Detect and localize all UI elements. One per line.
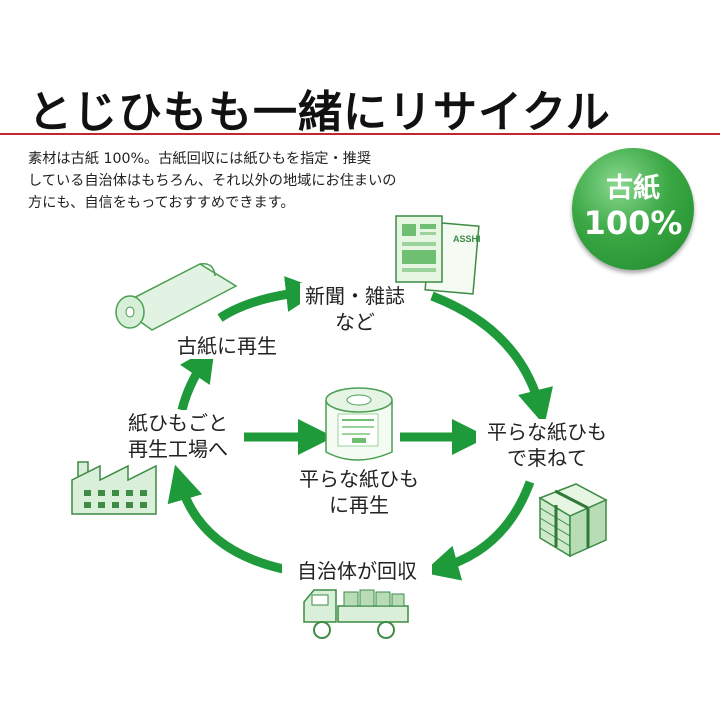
arrow-to-bundle <box>430 291 553 426</box>
paper-roll-icon <box>115 263 238 331</box>
title-underline <box>0 133 720 135</box>
description-line: している自治体はもちろん、それ以外の地域にお住まいの <box>28 173 397 189</box>
label-bundle: 平らな紙ひも で束ねて <box>476 419 618 471</box>
bundled-paper-icon <box>538 483 608 558</box>
recycled-badge: 古紙 100% <box>572 148 694 270</box>
description: 素材は古紙 100%。古紙回収には紙ひもを指定・推奨 している自治体はもちろん、… <box>28 148 468 214</box>
page-title: とじひもも一緒にリサイクル <box>28 87 611 138</box>
badge-percent: 100% <box>583 204 683 242</box>
string-roll-icon <box>325 387 393 461</box>
label-recycle-to-paper: 古紙に再生 <box>164 333 290 359</box>
description-line: 素材は古紙 100%。古紙回収には紙ひもを指定・推奨 <box>28 151 372 167</box>
label-center: 平らな紙ひも に再生 <box>288 466 430 518</box>
label-factory: 紙ひもごと 再生工場へ <box>112 410 244 462</box>
factory-icon <box>71 461 157 515</box>
magazine-cover-text: ASSHI <box>453 234 481 244</box>
arrow-to-paper <box>177 345 216 412</box>
magazines-icon: ASSHI <box>395 215 481 295</box>
badge-label: 古紙 <box>606 173 660 204</box>
description-line: 方にも、自信をもっておすすめできます。 <box>28 195 295 211</box>
label-newspaper: 新聞・雑誌 など <box>300 283 410 335</box>
arrow-to-factory <box>167 464 289 575</box>
arrow-to-collect <box>422 480 535 581</box>
arrow-to-newspaper <box>217 276 322 322</box>
truck-icon <box>303 589 409 639</box>
label-collect: 自治体が回収 <box>282 558 432 584</box>
